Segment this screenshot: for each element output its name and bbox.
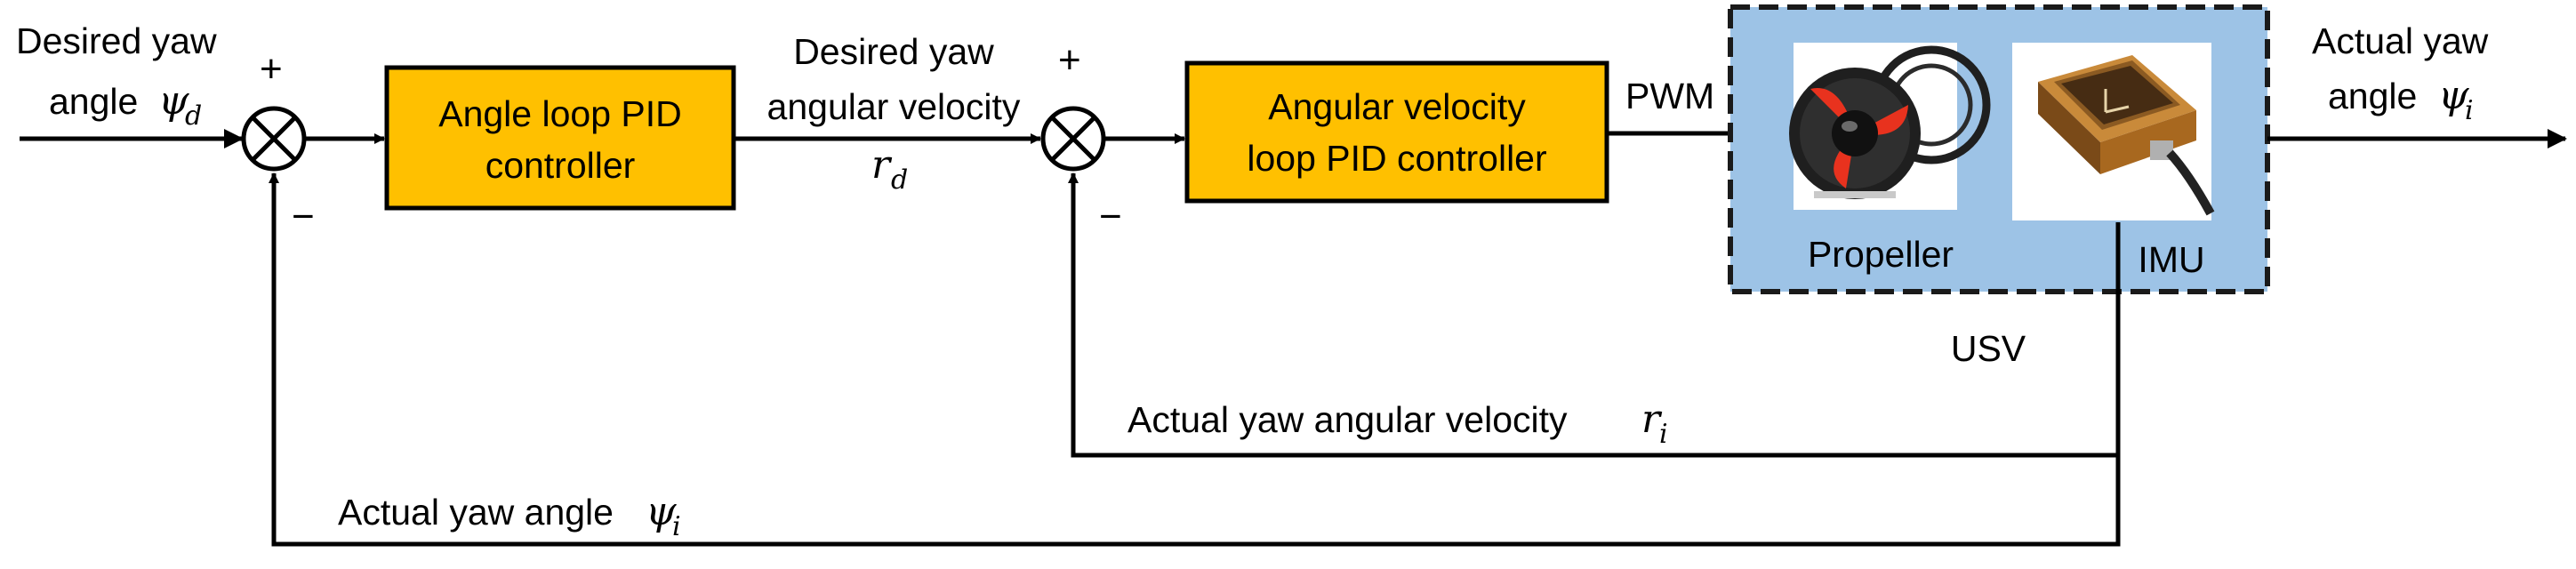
desired-angle-label-line1: Desired yaw [16,20,217,61]
desired-rate-label-line2: angular velocity [767,86,1021,127]
subscript-i-angle: i [672,511,681,542]
usv-label: USV [1951,328,2026,369]
propeller-label: Propeller [1808,234,1954,275]
psi-symbol: ψ [158,78,189,124]
minus-sign-2: − [1099,195,1122,238]
angle-pid-label-line2: controller [486,145,636,186]
feedback-angle-label: Actual yaw angle [338,492,614,533]
plus-sign-2: + [1058,38,1081,82]
minus-sign-1: − [292,195,315,238]
subscript-d-rate: d [891,164,908,196]
subscript-i-output: i [2465,95,2474,126]
feedback-rate-label: Actual yaw angular velocity [1128,399,1568,440]
psi-output-symbol: ψ [2438,73,2469,118]
pwm-label: PWM [1625,76,1714,116]
velocity-pid-label-line2: loop PID controller [1247,138,1546,179]
imu-image [2012,43,2215,220]
velocity-pid-label-line1: Angular velocity [1268,86,1526,127]
angle-pid-block [384,65,736,211]
angle-pid-label-line1: Angle loop PID [438,93,682,134]
desired-rate-label-line1: Desired yaw [793,31,994,72]
subscript-i-rate: i [1659,419,1668,450]
summing-junction-1 [241,106,307,172]
feedback-rate-line [1068,172,2121,458]
feedback-angle-line [269,172,2121,547]
r-symbol: r [871,142,893,188]
actual-angle-label-word: angle [2328,76,2417,116]
velocity-pid-block [1184,60,1609,204]
desired-angle-label-word: angle [49,81,138,122]
imu-label: IMU [2138,239,2204,280]
psi-feedback-symbol: ψ [646,489,677,534]
propeller-image [1789,43,1991,210]
plus-sign-1: + [260,47,283,91]
summing-junction-2 [1040,106,1106,172]
r-feedback-symbol: r [1641,397,1663,442]
subscript-d: d [185,100,202,132]
actual-angle-label-line1: Actual yaw [2312,20,2489,61]
